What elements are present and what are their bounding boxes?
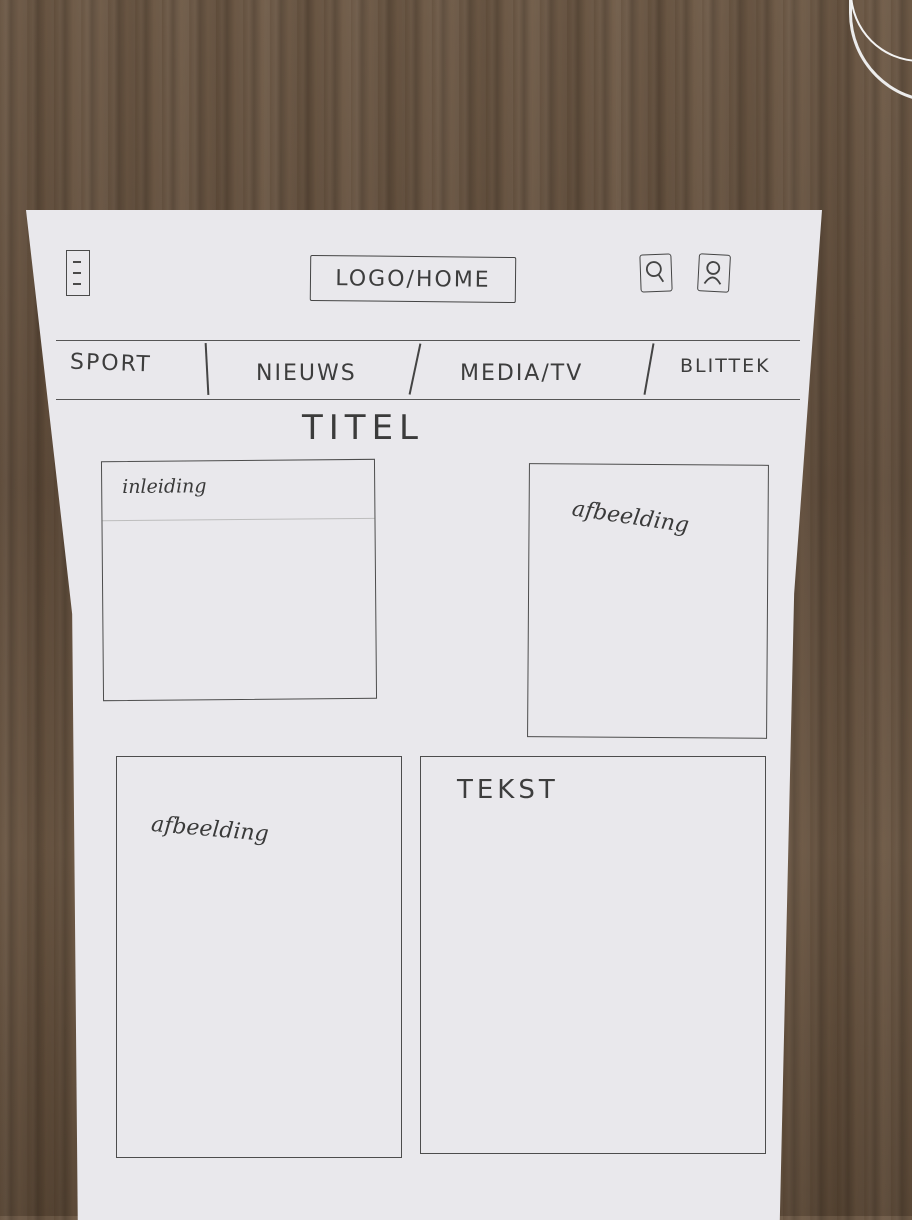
account-button[interactable] [697, 253, 731, 293]
intro-label: inleiding [122, 475, 207, 499]
nav-divider [643, 343, 655, 395]
logo-label: LOGO/HOME [335, 265, 491, 293]
page-title: TITEL [302, 408, 424, 448]
intro-section: inleiding [100, 458, 378, 702]
image-bottom-label: afbeelding [150, 811, 270, 848]
search-icon [645, 261, 665, 283]
nav-item-blittek[interactable]: BLITTEK [680, 355, 771, 377]
hamburger-menu-icon[interactable] [66, 250, 90, 296]
nav-divider [204, 342, 209, 396]
intro-divider [102, 517, 375, 522]
image-top-label: afbeelding [570, 496, 691, 539]
main-navigation: SPORT NIEUWS MEDIA/TV BLITTEK [56, 340, 800, 400]
image-placeholder-top: afbeelding [527, 463, 769, 739]
search-button[interactable] [639, 253, 673, 293]
logo-home-button[interactable]: LOGO/HOME [309, 254, 517, 304]
nav-divider [408, 343, 421, 395]
paper-sheet [26, 210, 822, 1220]
nav-item-nieuws[interactable]: NIEUWS [256, 361, 357, 386]
nav-item-media-tv[interactable]: MEDIA/TV [460, 361, 584, 386]
image-placeholder-bottom: afbeelding [116, 756, 402, 1158]
nav-item-sport[interactable]: SPORT [69, 349, 153, 378]
user-icon [703, 261, 722, 285]
text-section: TEKST [420, 756, 766, 1154]
text-label: TEKST [457, 775, 559, 805]
